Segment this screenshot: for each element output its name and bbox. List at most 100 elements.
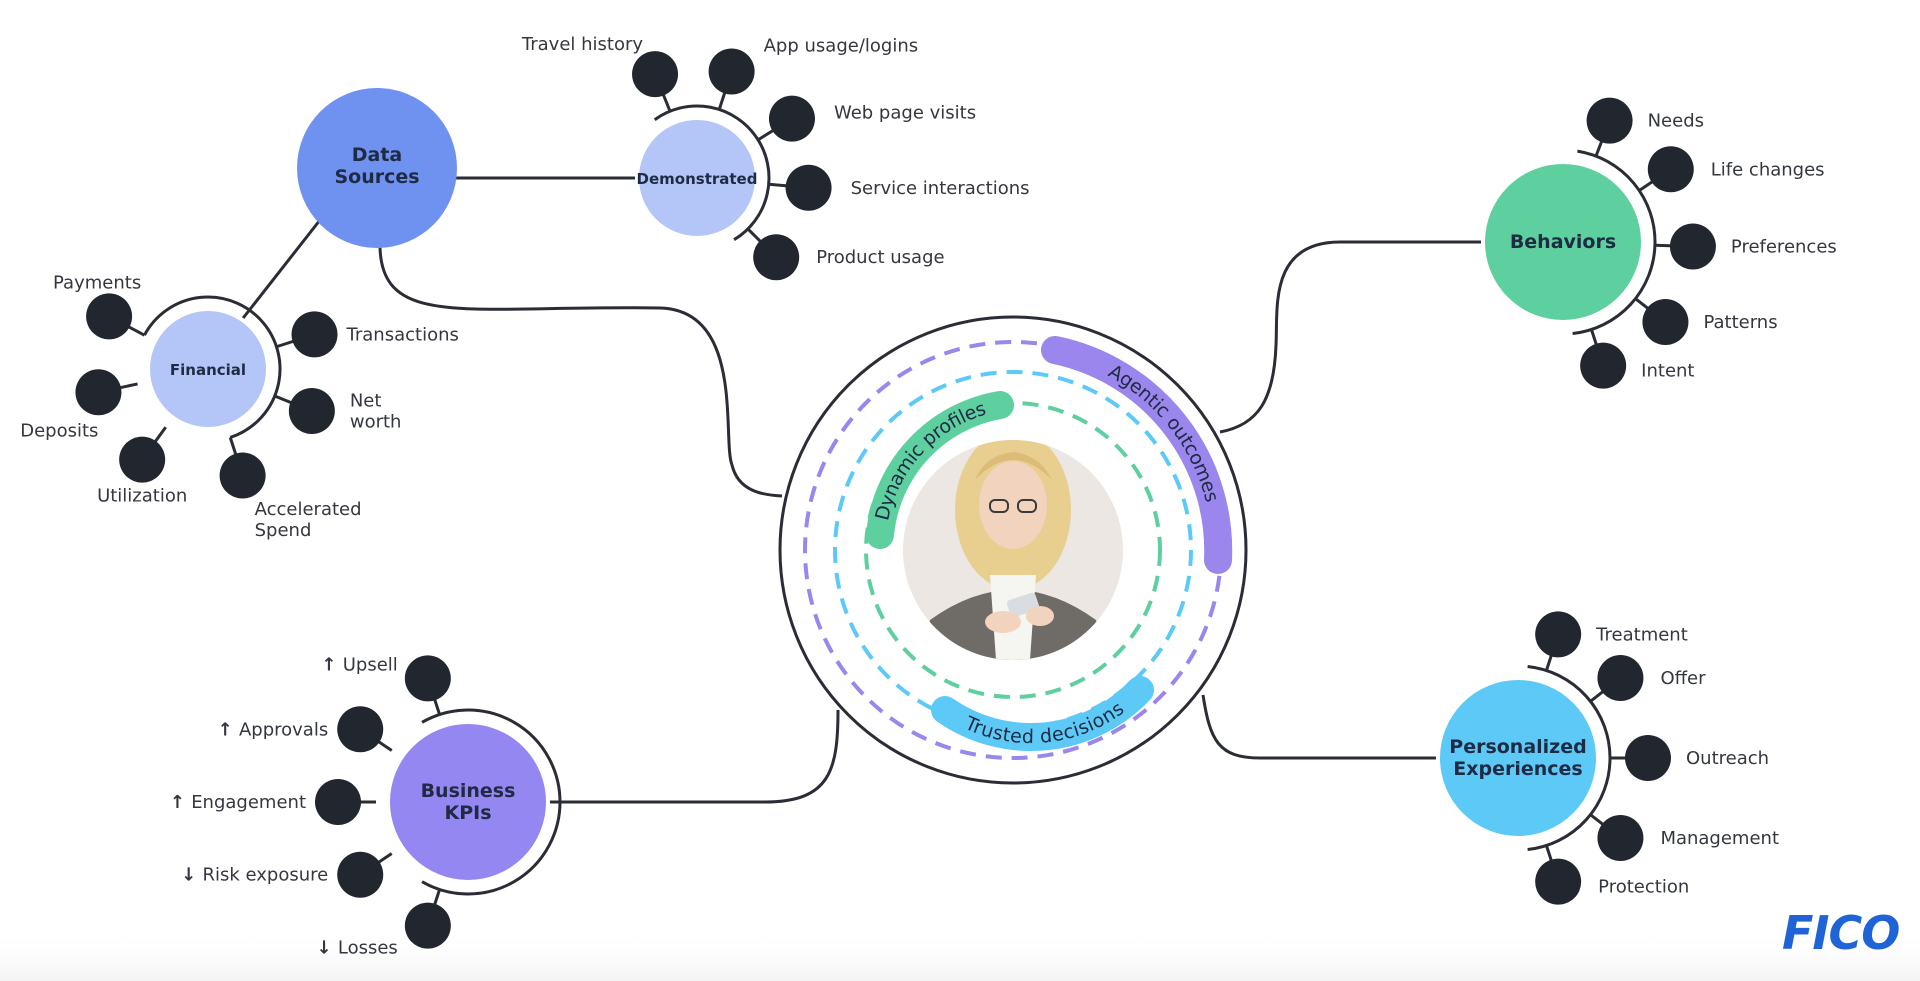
- behaviors-bracket-arc: [1572, 149, 1657, 335]
- center-profile: Agentic outcomes Dynamic profiles Truste…: [778, 315, 1248, 785]
- arrow-up-icon: ↑: [321, 654, 342, 675]
- connector-data-financial: [238, 219, 322, 323]
- behaviors-item-label-line: Preferences: [1731, 237, 1837, 258]
- financial-item-label-line: Spend: [255, 520, 312, 541]
- demonstrated-item-label: App usage/logins: [764, 35, 919, 56]
- demonstrated-hub-circle: [635, 116, 759, 240]
- personalized-item-label-line: Outreach: [1686, 748, 1769, 769]
- kpis-hub-label-line: KPIs: [444, 802, 491, 824]
- behaviors-item-label: Intent: [1641, 361, 1694, 382]
- arrow-down-icon: ↓: [317, 938, 338, 959]
- connector-center-personalized: [1201, 694, 1440, 760]
- data-sources-hub-label-line: Data: [352, 144, 403, 166]
- demonstrated-hub-label: Demonstrated: [637, 170, 758, 188]
- demonstrated-item-label-line: Service interactions: [851, 178, 1030, 199]
- arrow-down-icon: ↓: [181, 865, 202, 886]
- data-sources-hub-circle: [297, 88, 457, 248]
- person-photo: [903, 440, 1123, 660]
- personalized-item-label: Outreach: [1686, 748, 1769, 769]
- kpis-node: [404, 902, 451, 949]
- kpis-item-text: Approvals: [239, 719, 328, 740]
- personalized-hub-label-line: Personalized: [1449, 736, 1586, 758]
- financial-node: [75, 369, 122, 416]
- personalized-item-label: Management: [1660, 828, 1779, 849]
- behaviors-item-label-line: Intent: [1641, 361, 1694, 382]
- behaviors-item-label: Preferences: [1731, 237, 1837, 258]
- behaviors-node: [1642, 299, 1689, 346]
- kpis-item-label: ↑ Approvals: [218, 719, 329, 740]
- financial-node: [219, 452, 266, 499]
- financial-bracket-arc: [143, 295, 282, 439]
- financial-item-label-line: worth: [350, 411, 402, 432]
- behaviors-item-label-line: Life changes: [1711, 159, 1825, 180]
- kpis-node: [404, 655, 451, 702]
- financial-hub-circle: [146, 307, 270, 431]
- connector-kpis-center: [548, 709, 840, 804]
- connector-data-center: [378, 246, 783, 498]
- financial-item-label-line: Deposits: [20, 420, 98, 441]
- demonstrated-hub-label-line: Demonstrated: [637, 170, 758, 188]
- demonstrated-item-label-line: Travel history: [521, 34, 643, 55]
- demonstrated-item-label-line: Product usage: [816, 247, 944, 268]
- kpis-item-text: Engagement: [191, 792, 306, 813]
- personalized-item-label-line: Protection: [1598, 877, 1689, 898]
- kpis-item-label: ↑ Upsell: [321, 654, 397, 675]
- financial-node: [119, 436, 166, 483]
- kpis-bracket-arc: [421, 708, 562, 896]
- behaviors-node: [1669, 223, 1716, 270]
- demonstrated-item-label-line: Web page visits: [834, 103, 976, 124]
- kpis-item-text: Risk exposure: [202, 865, 328, 886]
- behaviors-hub-label: Behaviors: [1510, 231, 1616, 253]
- demonstrated-node: [768, 95, 815, 142]
- kpis-item-label: ↓ Risk exposure: [181, 865, 328, 886]
- kpis-node: [337, 851, 384, 898]
- financial-hub-label-line: Financial: [170, 361, 246, 379]
- demonstrated-node: [753, 234, 800, 281]
- personalized-node: [1535, 611, 1582, 658]
- financial-item-label-line: Utilization: [97, 486, 187, 507]
- demonstrated-item-label-line: App usage/logins: [764, 35, 919, 56]
- kpis-hub-label-line: Business: [421, 780, 516, 802]
- demonstrated-item-label: Travel history: [521, 34, 643, 55]
- personalized-node: [1625, 735, 1671, 781]
- behaviors-item-label-line: Patterns: [1703, 312, 1777, 333]
- behaviors-node: [1586, 97, 1633, 144]
- behaviors-item-label-line: Needs: [1648, 111, 1704, 132]
- demonstrated-item-label: Web page visits: [834, 103, 976, 124]
- ring-green: [864, 401, 1162, 699]
- kpis-item-label: ↑ Engagement: [170, 792, 306, 813]
- behaviors-hub-circle: [1481, 160, 1645, 324]
- personalized-hub-label-line: Experiences: [1453, 758, 1582, 780]
- data-sources-hub-label-line: Sources: [334, 166, 419, 188]
- kpis-node: [315, 779, 361, 825]
- personalized-item-label: Protection: [1598, 877, 1689, 898]
- personalized-item-label: Treatment: [1595, 624, 1688, 645]
- behaviors-item-label: Patterns: [1703, 312, 1777, 333]
- behaviors-item-label: Life changes: [1711, 159, 1825, 180]
- behaviors-node: [1580, 342, 1627, 389]
- personalized-node: [1535, 858, 1582, 905]
- demonstrated-node: [785, 164, 832, 211]
- kpis-hub-circle: [386, 720, 550, 884]
- demonstrated-node: [708, 48, 755, 95]
- arrow-up-icon: ↑: [218, 719, 239, 740]
- personalized-cluster: TreatmentOfferOutreachManagementProtecti…: [1436, 611, 1779, 905]
- financial-hub-label: Financial: [170, 361, 246, 379]
- bottom-shadow: [0, 930, 1920, 981]
- personalized-node: [1597, 815, 1644, 862]
- personalized-hub-circle: [1436, 676, 1600, 840]
- kpis-node: [337, 706, 384, 753]
- kpis-item-text: Upsell: [343, 654, 398, 675]
- demonstrated-bracket-arc: [653, 104, 771, 242]
- arrow-up-icon: ↑: [170, 792, 191, 813]
- financial-item-label: Transactions: [346, 324, 459, 345]
- ring-blue: [833, 370, 1193, 730]
- financial-node: [288, 387, 335, 434]
- financial-item-label: Deposits: [20, 420, 98, 441]
- personalized-item-label-line: Offer: [1660, 668, 1706, 689]
